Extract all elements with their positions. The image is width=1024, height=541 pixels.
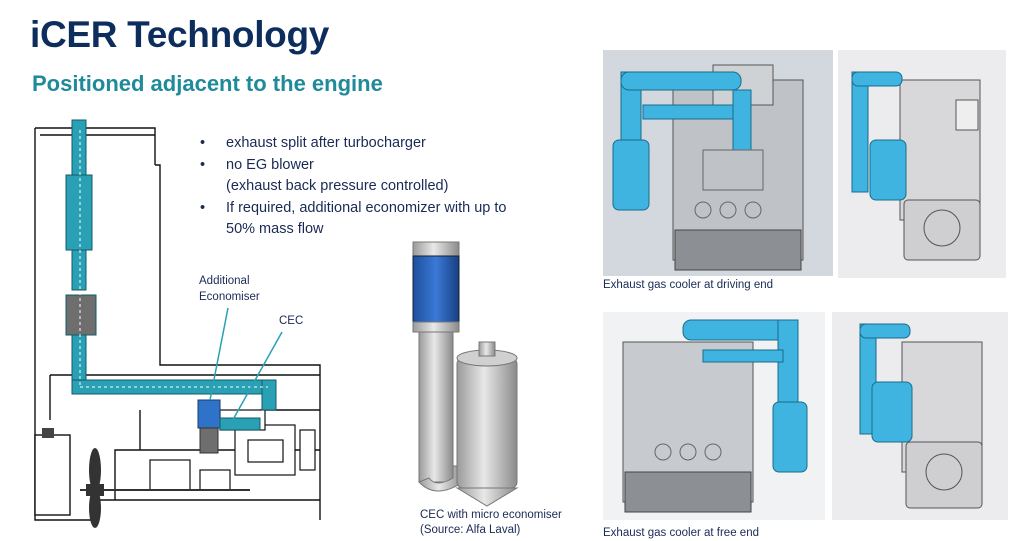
page-title: iCER Technology — [30, 14, 330, 55]
bullet-item: If required, additional economizer with … — [200, 198, 580, 220]
label-line: Economiser — [199, 291, 260, 303]
caption-free-end: Exhaust gas cooler at free end — [603, 527, 759, 539]
bullet-list: exhaust split after turbocharger no EG b… — [200, 133, 580, 241]
cec-unit-image — [412, 241, 519, 507]
additional-economiser-label: Additional Economiser — [199, 273, 260, 305]
page-subtitle: Positioned adjacent to the engine — [32, 71, 383, 96]
bullet-item-continuation: (exhaust back pressure controlled) — [226, 178, 449, 194]
engine-render-free-end-side — [832, 312, 1008, 520]
engine-render-driving-end — [603, 50, 833, 276]
bullet-item: exhaust split after turbocharger — [200, 133, 580, 155]
caption-line: CEC with micro economiser — [420, 509, 562, 521]
caption-line: (Source: Alfa Laval) — [420, 524, 521, 536]
label-line: Additional — [199, 275, 250, 287]
bullet-item-continuation: 50% mass flow — [226, 221, 324, 237]
bullet-item: no EG blower — [200, 155, 580, 177]
engine-render-driving-end-side — [838, 50, 1006, 278]
cec-caption: CEC with micro economiser (Source: Alfa … — [420, 508, 562, 538]
caption-driving-end: Exhaust gas cooler at driving end — [603, 279, 774, 291]
cec-label: CEC — [279, 315, 304, 327]
ship-engine-schematic — [34, 119, 321, 528]
engine-render-free-end — [603, 312, 825, 520]
